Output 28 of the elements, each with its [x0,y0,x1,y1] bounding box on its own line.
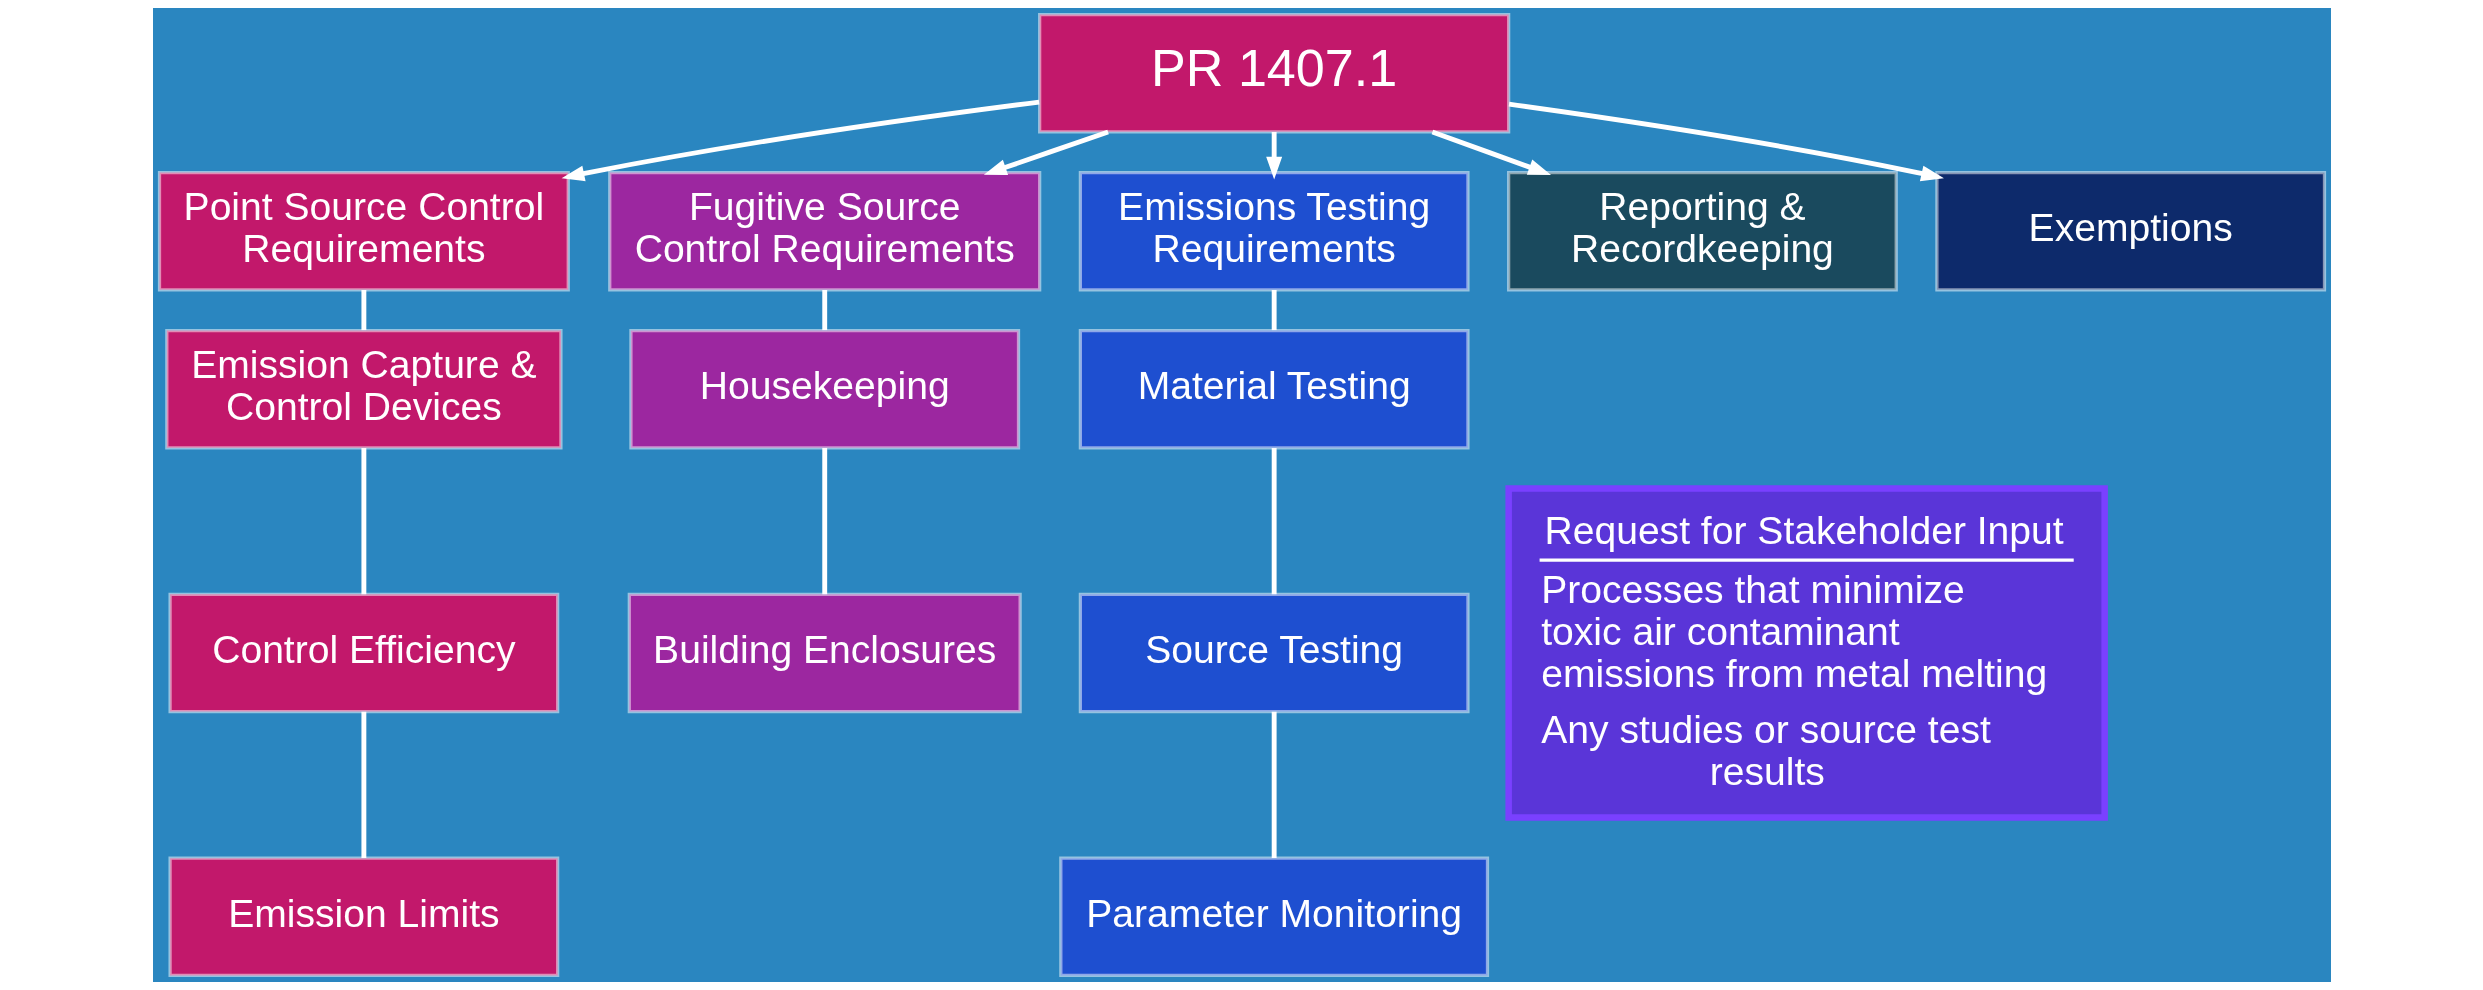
node-box: Parameter Monitoring [1058,856,1489,977]
node-box: Exemptions [1934,170,2326,292]
node-box: Reporting & Recordkeeping [1506,170,1898,292]
arrow [1265,132,1282,180]
node-box: PR 1407.1 [1037,13,1510,134]
node-box: Emission Capture & Control Devices [164,328,563,450]
connector [360,290,366,331]
arrow [561,99,1039,182]
node-box: Building Enclosures [627,592,1022,714]
arrow [983,129,1109,175]
node-box: Emissions Testing Requirements [1078,170,1470,292]
node-box: Material Testing [1078,328,1470,450]
connector [1271,447,1277,595]
arrow [1431,129,1551,175]
connector [821,290,827,331]
connector [360,711,366,859]
node-box: Point Source Control Requirements [157,170,570,292]
arrow [1508,101,1944,182]
node-box: Fugitive Source Control Requirements [607,170,1041,292]
node-box: Source Testing [1078,592,1470,714]
connector [1271,290,1277,331]
node-box: Housekeeping [628,328,1020,450]
node-box: Emission Limits [167,856,559,977]
node-box: Control Efficiency [167,592,559,714]
connector [360,447,366,595]
connector [821,447,827,595]
connector [1271,711,1277,859]
node-box: Request for Stakeholder Input Processes that minimize toxic air contaminant emissions from metal melting Any studies or source test results [1504,485,2108,821]
